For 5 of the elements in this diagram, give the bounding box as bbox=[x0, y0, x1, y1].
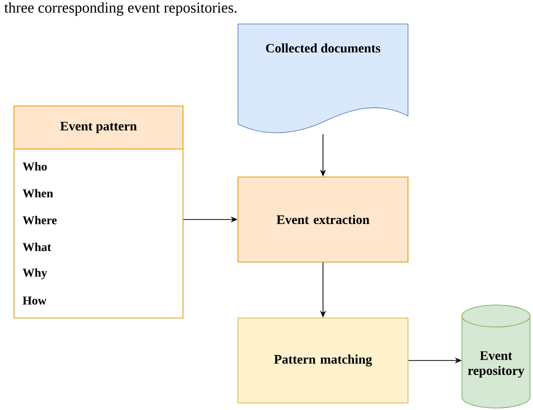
pattern-table: Event pattern Who When Where What Why How bbox=[14, 106, 184, 318]
database-cylinder: Event repository bbox=[462, 304, 530, 408]
text-line: three corresponding event repositories. bbox=[4, 2, 236, 16]
process-box: Event extraction bbox=[238, 176, 408, 262]
process-box: Pattern matching bbox=[238, 318, 408, 404]
